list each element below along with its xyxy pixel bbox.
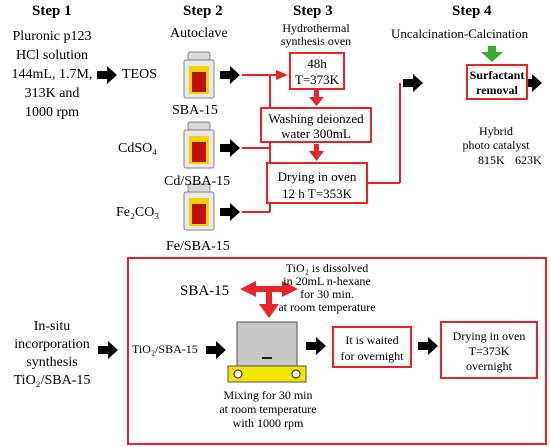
oven-box: 48h T=373K bbox=[289, 52, 345, 90]
cd-sba15-label: Cd/SBA-15 bbox=[164, 174, 231, 189]
insitu-left-line1: In-situ bbox=[33, 319, 71, 334]
dissolve-line2: in 20mL n-hexane bbox=[283, 274, 371, 288]
fe2co3-label: Fe₂CO₃ bbox=[116, 205, 160, 220]
mixer-icon bbox=[227, 321, 307, 383]
mixing-line1: Mixing for 30 min bbox=[223, 388, 313, 402]
insitu-left-label: In-situ incorporation synthesis TiO₂/SBA… bbox=[6, 318, 98, 390]
insitu-drying-line1: Drying in oven bbox=[452, 329, 526, 343]
green-arrow-down bbox=[481, 46, 503, 62]
step1-line3: 144mL, 1.7M, bbox=[11, 67, 93, 82]
surfactant-line2: removal bbox=[476, 83, 518, 97]
washing-line2: water 300mL bbox=[281, 126, 351, 141]
step4-heading: Step 4 bbox=[452, 3, 492, 19]
oven-temp: T=373K bbox=[294, 72, 340, 87]
dissolve-line4: at room temperature bbox=[278, 300, 376, 314]
fe-sba15-label: Fe/SBA-15 bbox=[166, 239, 230, 254]
autoclave-bottle-2 bbox=[183, 121, 215, 169]
mixing-line2: at room temperature bbox=[219, 402, 317, 416]
wait-line1: It is waited bbox=[345, 333, 399, 347]
mixing-line3: with 1000 rpm bbox=[232, 416, 304, 430]
oven-title-line1: Hydrothermal bbox=[282, 21, 350, 35]
arrow-bottle3-right bbox=[220, 203, 240, 221]
insitu-left-line4: TiO₂/SBA-15 bbox=[13, 373, 91, 388]
wait-line2: for overnight bbox=[340, 349, 404, 363]
calcination-title: Uncalcination-Calcination bbox=[391, 26, 529, 41]
autoclave-label: Autoclave bbox=[170, 26, 228, 41]
temp-815k: 815K bbox=[478, 153, 505, 167]
arrow-to-surfactant bbox=[403, 74, 423, 92]
insitu-drying-line2: T=373K bbox=[468, 344, 510, 358]
step1-text: Pluronic p123 HCl solution 144mL, 1.7M, … bbox=[2, 27, 102, 122]
step1-line1: Pluronic p123 bbox=[12, 29, 92, 44]
arrow-to-wait bbox=[306, 337, 326, 355]
sba15-label: SBA-15 bbox=[172, 103, 218, 118]
step1-heading: Step 1 bbox=[32, 3, 72, 19]
step3-to-step4-connector bbox=[367, 83, 401, 184]
insitu-drying-line3: overnight bbox=[466, 359, 512, 373]
oven-title: Hydrothermal synthesis oven bbox=[268, 22, 364, 48]
step1-line5: 1000 rpm bbox=[24, 105, 80, 120]
step1-line4: 313K and bbox=[24, 86, 80, 101]
insitu-left-line3: synthesis bbox=[26, 355, 78, 370]
arrow-insitu-start bbox=[98, 341, 118, 359]
hybrid-line1: Hybrid bbox=[479, 124, 513, 138]
insitu-container bbox=[127, 257, 547, 445]
wait-box: It is waited for overnight bbox=[332, 326, 412, 368]
teos-label: TEOS bbox=[122, 67, 157, 82]
drying-box: Drying in oven 12 h T=353K bbox=[266, 162, 368, 204]
arrow-to-mixer bbox=[206, 341, 226, 359]
arrow-to-drying bbox=[418, 337, 438, 355]
insitu-left-line2: incorporation bbox=[14, 337, 90, 352]
oven-title-line2: synthesis oven bbox=[280, 34, 352, 48]
red-arrow-down-1 bbox=[309, 90, 324, 106]
autoclave-bottle-1 bbox=[183, 51, 215, 99]
temp-623k: 623K bbox=[515, 153, 542, 167]
dissolve-line3: for 30 min. bbox=[300, 287, 354, 301]
insitu-sba15-label: SBA-15 bbox=[180, 283, 230, 299]
arrow-bottle2-right bbox=[220, 139, 240, 157]
red-double-arrow bbox=[240, 281, 298, 318]
dissolve-note: TiO₂ is dissolved in 20mL n-hexane for 3… bbox=[268, 262, 386, 314]
step1-line2: HCl solution bbox=[16, 48, 88, 63]
hybrid-label: Hybrid photo catalyst bbox=[446, 124, 546, 152]
insitu-tio2-sba15-label: TiO₂/SBA-15 bbox=[132, 342, 198, 356]
cdso4-label: CdSO₄ bbox=[118, 141, 158, 156]
surfactant-box: Surfactant removal bbox=[466, 64, 528, 100]
surfactant-line1: Surfactant bbox=[469, 68, 525, 82]
washing-box: Washing deionzed water 300mL bbox=[260, 107, 372, 143]
step3-heading: Step 3 bbox=[293, 3, 333, 19]
arrow-bottle1-right bbox=[220, 66, 240, 84]
mixing-note: Mixing for 30 min at room temperature wi… bbox=[212, 388, 324, 430]
drying-line1: Drying in oven bbox=[277, 169, 357, 184]
hybrid-line2: photo catalyst bbox=[462, 138, 530, 152]
red-arrow-into-oven bbox=[276, 70, 288, 80]
washing-line1: Washing deionzed bbox=[268, 111, 364, 126]
drying-line2: 12 h T=353K bbox=[282, 186, 352, 201]
step2-heading: Step 2 bbox=[183, 3, 223, 19]
red-arrow-down-2 bbox=[309, 144, 324, 161]
oven-time: 48h bbox=[307, 56, 327, 71]
insitu-drying-box: Drying in oven T=373K overnight bbox=[440, 321, 538, 379]
autoclave-bottle-3 bbox=[183, 183, 215, 231]
dissolve-line1: TiO₂ is dissolved bbox=[285, 261, 369, 275]
